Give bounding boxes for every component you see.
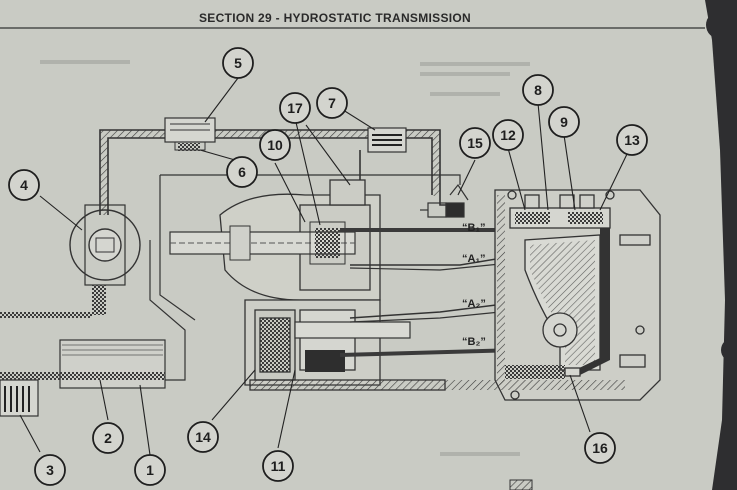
port-label-b1: “B₁” <box>462 222 486 234</box>
callout-6: 6 <box>226 156 258 188</box>
section-header: SECTION 29 - HYDROSTATIC TRANSMISSION <box>198 11 471 25</box>
callout-number: 10 <box>267 137 283 153</box>
directional-valve-symbol <box>420 183 469 218</box>
callout-number: 16 <box>592 440 608 456</box>
callout-number: 13 <box>624 132 640 148</box>
drain-line-hatch <box>100 130 108 215</box>
callout-circle <box>187 421 219 453</box>
suction-filter <box>0 379 39 417</box>
callout-13: 13 <box>616 124 648 156</box>
callout-12: 12 <box>492 119 524 151</box>
port-labels: “B₁” “A₁” “A₂” “B₂” <box>462 222 486 348</box>
callout-circle <box>8 169 40 201</box>
callout-number: 6 <box>238 164 246 180</box>
port-label-a2: “A₂” <box>462 298 486 310</box>
callout-11: 11 <box>262 450 294 482</box>
callout-number: 14 <box>195 429 211 445</box>
callout-number: 1 <box>146 462 154 478</box>
binder-hole <box>721 338 737 362</box>
callout-circle <box>459 127 491 159</box>
callout-16: 16 <box>584 432 616 464</box>
callout-9: 9 <box>548 106 580 138</box>
callout-5: 5 <box>222 47 254 79</box>
callout-number: 2 <box>104 430 112 446</box>
callout-7: 7 <box>316 87 348 119</box>
port-label-b2: “B₂” <box>462 336 486 348</box>
callout-15: 15 <box>459 127 491 159</box>
callout-number: 17 <box>287 100 303 116</box>
callout-circle <box>616 124 648 156</box>
callout-circle <box>262 450 294 482</box>
callout-number: 15 <box>467 135 483 151</box>
callout-circle <box>492 119 524 151</box>
input-gear <box>69 204 141 286</box>
callout-number: 11 <box>271 458 286 474</box>
callout-3: 3 <box>34 454 66 486</box>
callout-number: 7 <box>328 95 336 111</box>
callout-2: 2 <box>92 422 124 454</box>
callout-circle <box>226 156 258 188</box>
motor-shaft <box>294 321 411 372</box>
callout-circle <box>92 422 124 454</box>
callout-number: 9 <box>560 114 568 130</box>
callout-circle <box>259 129 291 161</box>
callout-4: 4 <box>8 169 40 201</box>
callout-number: 5 <box>234 55 242 71</box>
center-section-block <box>445 189 661 401</box>
callout-circle <box>34 454 66 486</box>
callout-number: 3 <box>46 462 54 478</box>
callout-number: 4 <box>20 177 28 193</box>
callout-circle <box>316 87 348 119</box>
callout-number: 8 <box>534 82 542 98</box>
bleed-through-text <box>40 60 530 456</box>
callout-circle <box>548 106 580 138</box>
callout-14: 14 <box>187 421 219 453</box>
port-label-a1: “A₁” <box>462 253 486 265</box>
callout-1: 1 <box>134 454 166 486</box>
callout-circle <box>279 92 311 124</box>
binder-hole <box>706 11 734 39</box>
callout-circle <box>134 454 166 486</box>
relief-valve-block <box>164 117 216 151</box>
callout-circle <box>584 432 616 464</box>
callout-17: 17 <box>279 92 311 124</box>
callout-10: 10 <box>259 129 291 161</box>
filter-element <box>367 127 407 153</box>
callout-circle <box>522 74 554 106</box>
callout-circle <box>222 47 254 79</box>
callout-8: 8 <box>522 74 554 106</box>
callout-number: 12 <box>500 127 516 143</box>
leader-lines <box>19 77 629 456</box>
reservoir <box>0 339 166 389</box>
pump-shaft <box>169 221 356 265</box>
loop-pressure-lines <box>339 228 521 357</box>
suction-line <box>92 285 106 315</box>
motor-housing <box>244 299 446 391</box>
